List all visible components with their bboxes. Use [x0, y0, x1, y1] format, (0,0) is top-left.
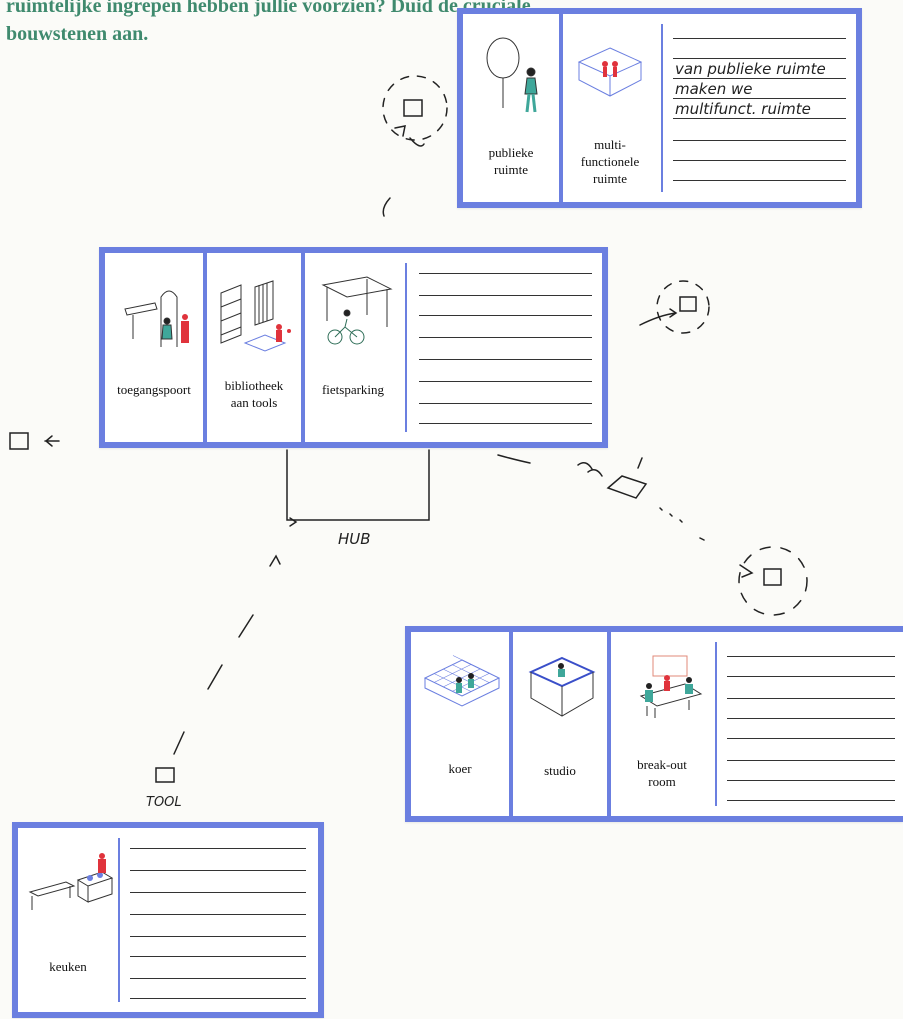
card-toegangspoort[interactable]: toegangspoort: [105, 253, 207, 442]
arrow-icon: [45, 436, 59, 446]
notes-area[interactable]: van publieke ruimte maken we multifunct.…: [661, 14, 856, 202]
handwritten-note: maken we: [675, 80, 753, 98]
card-fietsparking[interactable]: fietsparking: [305, 253, 401, 442]
card-label-line: bibliotheek: [207, 377, 301, 394]
bike-doodle-icon: [578, 463, 602, 476]
handwritten-note: multifunct. ruimte: [675, 100, 811, 118]
card-koer[interactable]: koer: [411, 632, 513, 816]
kitchen-icon: [24, 848, 114, 920]
card-label-line: functionele: [563, 153, 657, 170]
card-label-line: aan tools: [207, 394, 301, 411]
courtyard-icon: [421, 654, 503, 718]
card-publieke-ruimte[interactable]: publieke ruimte: [463, 14, 563, 202]
card-group-top: publieke ruimte multi- functionele ruimt…: [457, 8, 862, 208]
card-label-line: fietsparking: [305, 381, 401, 398]
card-multifunctionele-ruimte[interactable]: multi- functionele ruimte: [563, 14, 657, 202]
card-label-line: ruimte: [563, 170, 657, 187]
square-icon: [764, 569, 781, 585]
square-icon: [404, 100, 422, 116]
bike-shelter-icon: [319, 275, 395, 351]
card-group-bottom: keuken: [12, 822, 324, 1018]
card-group-middle: toegangspoort bibliotheek aan tools: [99, 247, 608, 448]
dashed-circle-icon: [657, 281, 709, 333]
card-label-line: toegangspoort: [105, 381, 203, 398]
card-label-line: break-out: [611, 756, 713, 773]
notes-area[interactable]: [405, 253, 602, 442]
card-studio[interactable]: studio: [513, 632, 611, 816]
card-label-line: studio: [513, 762, 607, 779]
card-bibliotheek-aan-tools[interactable]: bibliotheek aan tools: [207, 253, 305, 442]
hub-annotation: HUB: [338, 530, 371, 548]
tree-person-icon: [481, 36, 545, 116]
breakout-icon: [627, 650, 707, 726]
notes-area[interactable]: [118, 828, 318, 1012]
card-group-right: koer studio break-out room: [405, 626, 903, 822]
arrow-icon: [270, 556, 280, 566]
hub-bracket: [287, 450, 429, 520]
square-icon: [680, 297, 696, 311]
card-label-line: publieke: [463, 144, 559, 161]
handwritten-note: van publieke ruimte: [675, 60, 826, 78]
cart-doodle-icon: [608, 458, 646, 498]
gate-icon: [121, 277, 193, 357]
tool-annotation: TOOL: [146, 795, 182, 810]
shelves-icon: [215, 279, 299, 359]
card-label-line: keuken: [18, 958, 118, 975]
card-label-line: multi-: [563, 136, 657, 153]
card-keuken[interactable]: keuken: [18, 828, 118, 1012]
square-icon: [156, 768, 174, 782]
room-people-icon: [575, 44, 645, 100]
square-icon: [10, 433, 28, 449]
card-label-line: koer: [411, 760, 509, 777]
arrow-icon: [640, 309, 676, 325]
studio-icon: [527, 654, 597, 724]
dashed-circle-icon: [383, 76, 447, 140]
card-break-out-room[interactable]: break-out room: [611, 632, 713, 816]
dashed-circle-icon: [739, 547, 807, 615]
card-label-line: ruimte: [463, 161, 559, 178]
notes-area[interactable]: [715, 632, 903, 816]
card-label-line: room: [611, 773, 713, 790]
